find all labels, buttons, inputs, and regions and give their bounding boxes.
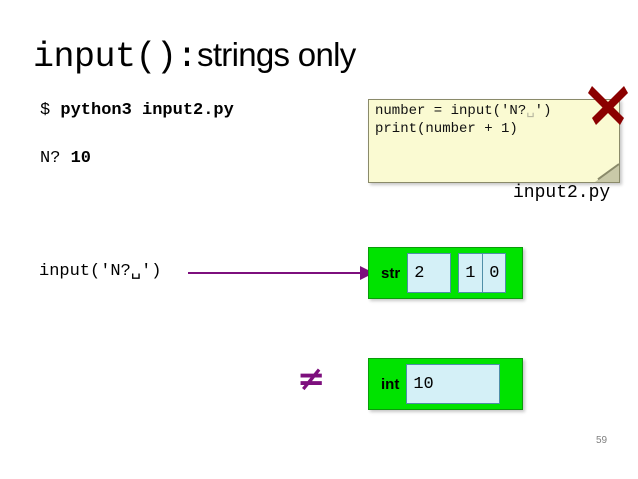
blank-space-glyph-icon: ␣ <box>526 103 535 119</box>
type-tag-str: str <box>381 264 401 282</box>
cell-group: 2 <box>407 253 452 293</box>
terminal-command: python3 input2.py <box>60 101 234 120</box>
slide-number: 59 <box>596 435 608 446</box>
flow-arrow-icon <box>188 266 374 280</box>
call-expression-after: ') <box>141 262 162 281</box>
type-tag-int: int <box>381 375 400 393</box>
terminal-output-prompt: N? <box>40 149 71 168</box>
cell-group: 10 <box>406 364 501 404</box>
char-cell: 0 <box>482 254 505 292</box>
value-box-int: int 10 <box>368 358 523 410</box>
blank-space-glyph-icon: ␣ <box>130 262 142 281</box>
cells-row-int: 10 <box>406 364 501 404</box>
cell-group: 1 0 <box>458 253 507 293</box>
call-expression-before: input('N? <box>39 262 131 281</box>
page-title: input():strings only <box>33 36 356 77</box>
call-expression-label: input('N?␣') <box>39 260 161 281</box>
terminal-prompt: $ <box>40 101 61 120</box>
char-cell: 2 <box>414 263 425 283</box>
code-line-2: print(number + 1) <box>375 121 518 137</box>
not-equal-sign: ≠ <box>297 359 326 399</box>
code-line-1-before: number = input('N? <box>375 103 527 119</box>
value-box-str: str 2 1 0 <box>368 247 523 299</box>
page-title-sans: strings only <box>197 36 356 73</box>
terminal-output-value: 10 <box>70 149 92 168</box>
page-title-mono: input(): <box>33 37 198 77</box>
code-note-filename-caption: input2.py <box>513 183 611 203</box>
code-note: number = input('N?␣') print(number + 1) <box>368 99 620 183</box>
code-line-1-after: ') <box>534 103 552 119</box>
cells-row-str: 2 1 0 <box>407 253 507 293</box>
char-cell: 1 <box>465 263 476 283</box>
value-cell: 10 <box>413 374 434 394</box>
code-note-text: number = input('N?␣') print(number + 1) <box>375 102 551 138</box>
terminal-output-line: N? 10 <box>40 149 91 168</box>
terminal-command-line: $ python3 input2.py <box>40 101 234 120</box>
x-mark-icon <box>588 86 628 125</box>
